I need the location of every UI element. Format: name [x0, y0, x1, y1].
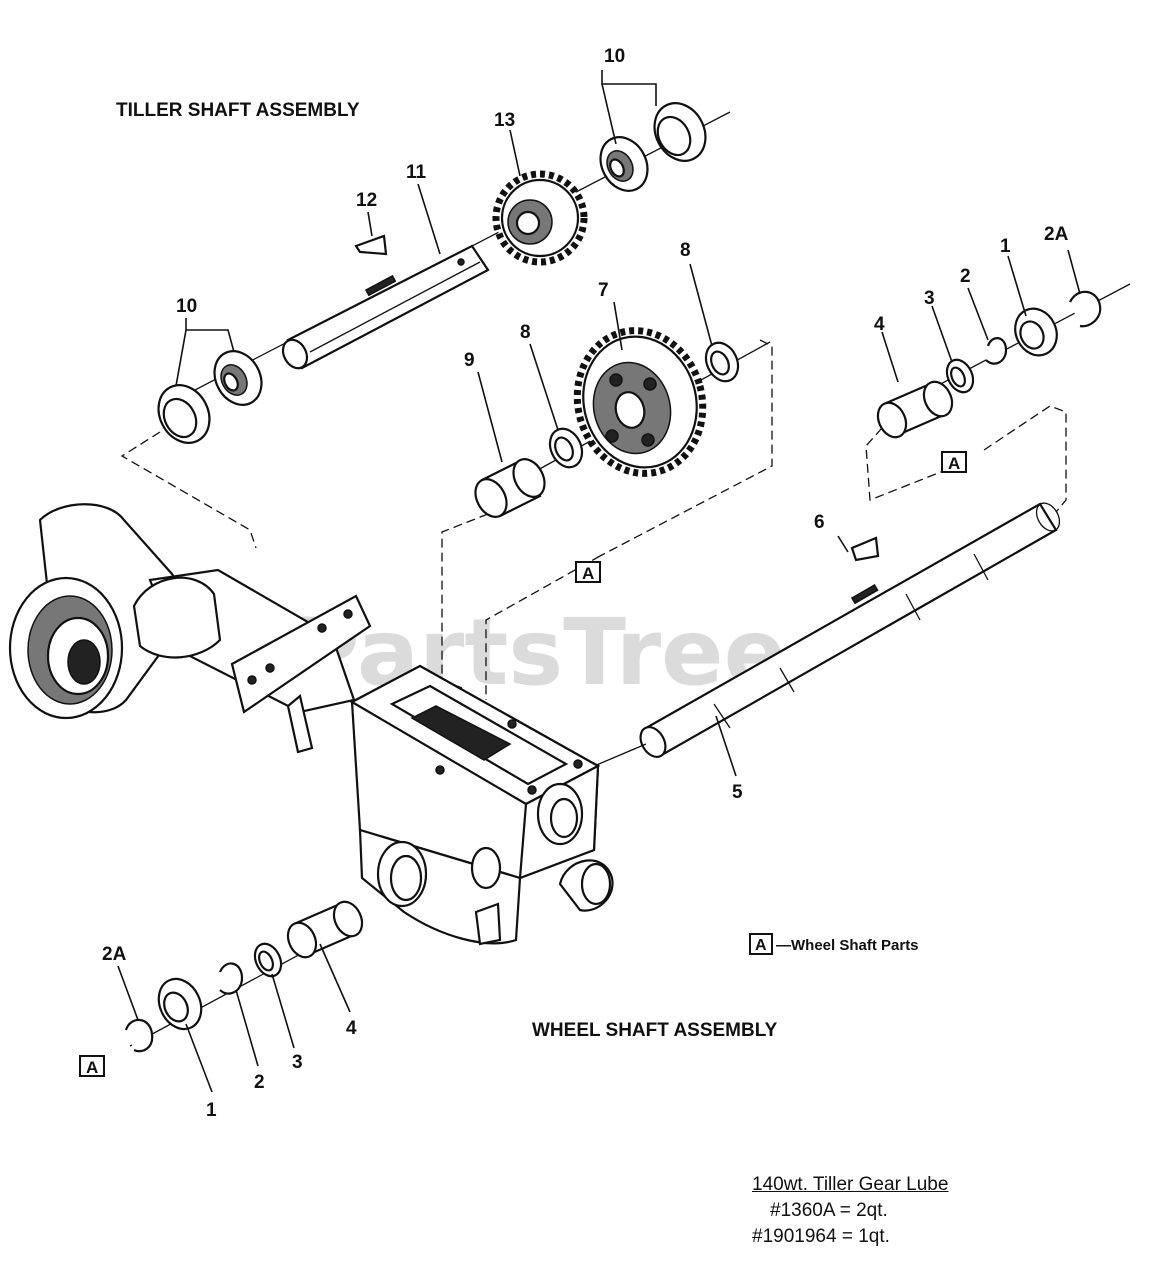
leader-4-left [319, 943, 351, 1013]
leader-6 [837, 535, 849, 553]
leader-10-left [185, 318, 235, 353]
lock-clip-right [985, 337, 1008, 365]
leader-13 [509, 129, 521, 177]
box-a-right [941, 451, 967, 473]
leader-10-left-b [175, 329, 187, 387]
bearing-cone-left [213, 350, 263, 406]
right-dashed-bracket [865, 405, 1067, 513]
callout-2-right: 2 [960, 266, 971, 287]
legend-box-letter: A [755, 937, 767, 954]
leader-12 [367, 211, 373, 237]
wheel-shaft [639, 502, 1061, 759]
callout-13: 13 [494, 110, 515, 131]
legend-text: —Wheel Shaft Parts [776, 937, 919, 954]
callout-5: 5 [732, 782, 743, 803]
thrust-washer-right [704, 341, 740, 383]
leader-1-left [185, 1023, 213, 1093]
tiller-dashed-route [120, 431, 257, 549]
wheel-shaft-assembly-title: WHEEL SHAFT ASSEMBLY [532, 1020, 778, 1041]
callout-3-right: 3 [924, 288, 935, 309]
callout-4-right: 4 [874, 314, 885, 335]
callout-1-right: 1 [1000, 236, 1011, 257]
wheel-shaft-key [850, 536, 880, 562]
callout-8-right: 8 [680, 240, 691, 261]
tiller-key [354, 234, 388, 256]
callout-8-left: 8 [520, 322, 531, 343]
callout-1-left: 1 [206, 1100, 217, 1121]
lube-note-line1: #1360A = 2qt. [770, 1200, 888, 1221]
tiller-shaft [281, 244, 490, 370]
callout-11: 11 [406, 162, 427, 183]
gear-dashed-route-down [485, 555, 601, 700]
leader-2-right [967, 287, 989, 341]
callout-2A-left: 2A [102, 944, 127, 965]
tiller-shaft-assembly-title: TILLER SHAFT ASSEMBLY [116, 100, 360, 121]
washer-left [253, 942, 283, 978]
leader-2A-right [1067, 249, 1081, 295]
leader-2A-left [117, 965, 139, 1021]
spacer-bushing [474, 458, 546, 518]
box-a-center [575, 561, 601, 583]
callout-10-top: 10 [604, 46, 625, 67]
retaining-ring-right [1069, 290, 1102, 328]
callout-4-left: 4 [346, 1018, 357, 1039]
bearing-cup-left [157, 384, 211, 444]
wheel-gear [573, 327, 707, 477]
tiller-gear [492, 170, 588, 266]
leader-2-left [235, 989, 259, 1067]
leader-11 [417, 183, 441, 255]
leader-8-right [689, 263, 713, 347]
leader-10-top-b [601, 83, 617, 145]
callout-10-left: 10 [176, 296, 197, 317]
leader-5 [715, 715, 737, 777]
leader-7 [613, 301, 623, 351]
ball-bearing-right [1014, 307, 1058, 357]
leader-3-right [931, 305, 953, 363]
bearing-cone-top [599, 136, 649, 192]
ball-bearing-left [157, 977, 203, 1031]
leader-1-right [1007, 255, 1027, 317]
lube-note-line2: #1901964 = 1qt. [752, 1226, 890, 1247]
leader-9 [477, 371, 503, 463]
lube-note: 140wt. Tiller Gear Lube #1360A = 2qt. #1… [752, 1172, 948, 1250]
box-a-left [79, 1055, 105, 1077]
bushing-right [876, 380, 954, 439]
tine-housing [8, 503, 614, 946]
watermark-text: PartsTree [292, 599, 786, 706]
lock-clip-left [218, 962, 244, 995]
lube-note-heading: 140wt. Tiller Gear Lube [752, 1174, 949, 1195]
leader-3-left [271, 973, 295, 1049]
thrust-washer-left [548, 427, 584, 469]
callout-7: 7 [598, 280, 609, 301]
box-a-left-letter: A [86, 1058, 98, 1077]
box-a-right-letter: A [948, 454, 960, 473]
callout-2A-right: 2A [1044, 224, 1069, 245]
callout-12: 12 [356, 190, 377, 211]
bushing-left [286, 900, 364, 959]
bearing-cup-top [653, 102, 707, 162]
leader-8-left [529, 343, 559, 431]
callout-6: 6 [814, 512, 825, 533]
callout-3-left: 3 [292, 1052, 303, 1073]
legend-box [749, 933, 773, 955]
callout-9: 9 [464, 350, 475, 371]
washer-right [945, 358, 975, 394]
box-a-center-letter: A [582, 564, 594, 583]
gear-dashed-route-right [599, 339, 773, 557]
callout-2-left: 2 [254, 1072, 265, 1093]
retaining-ring-left [124, 1018, 154, 1053]
leader-10-top [601, 70, 657, 106]
leader-4-right [881, 331, 899, 383]
